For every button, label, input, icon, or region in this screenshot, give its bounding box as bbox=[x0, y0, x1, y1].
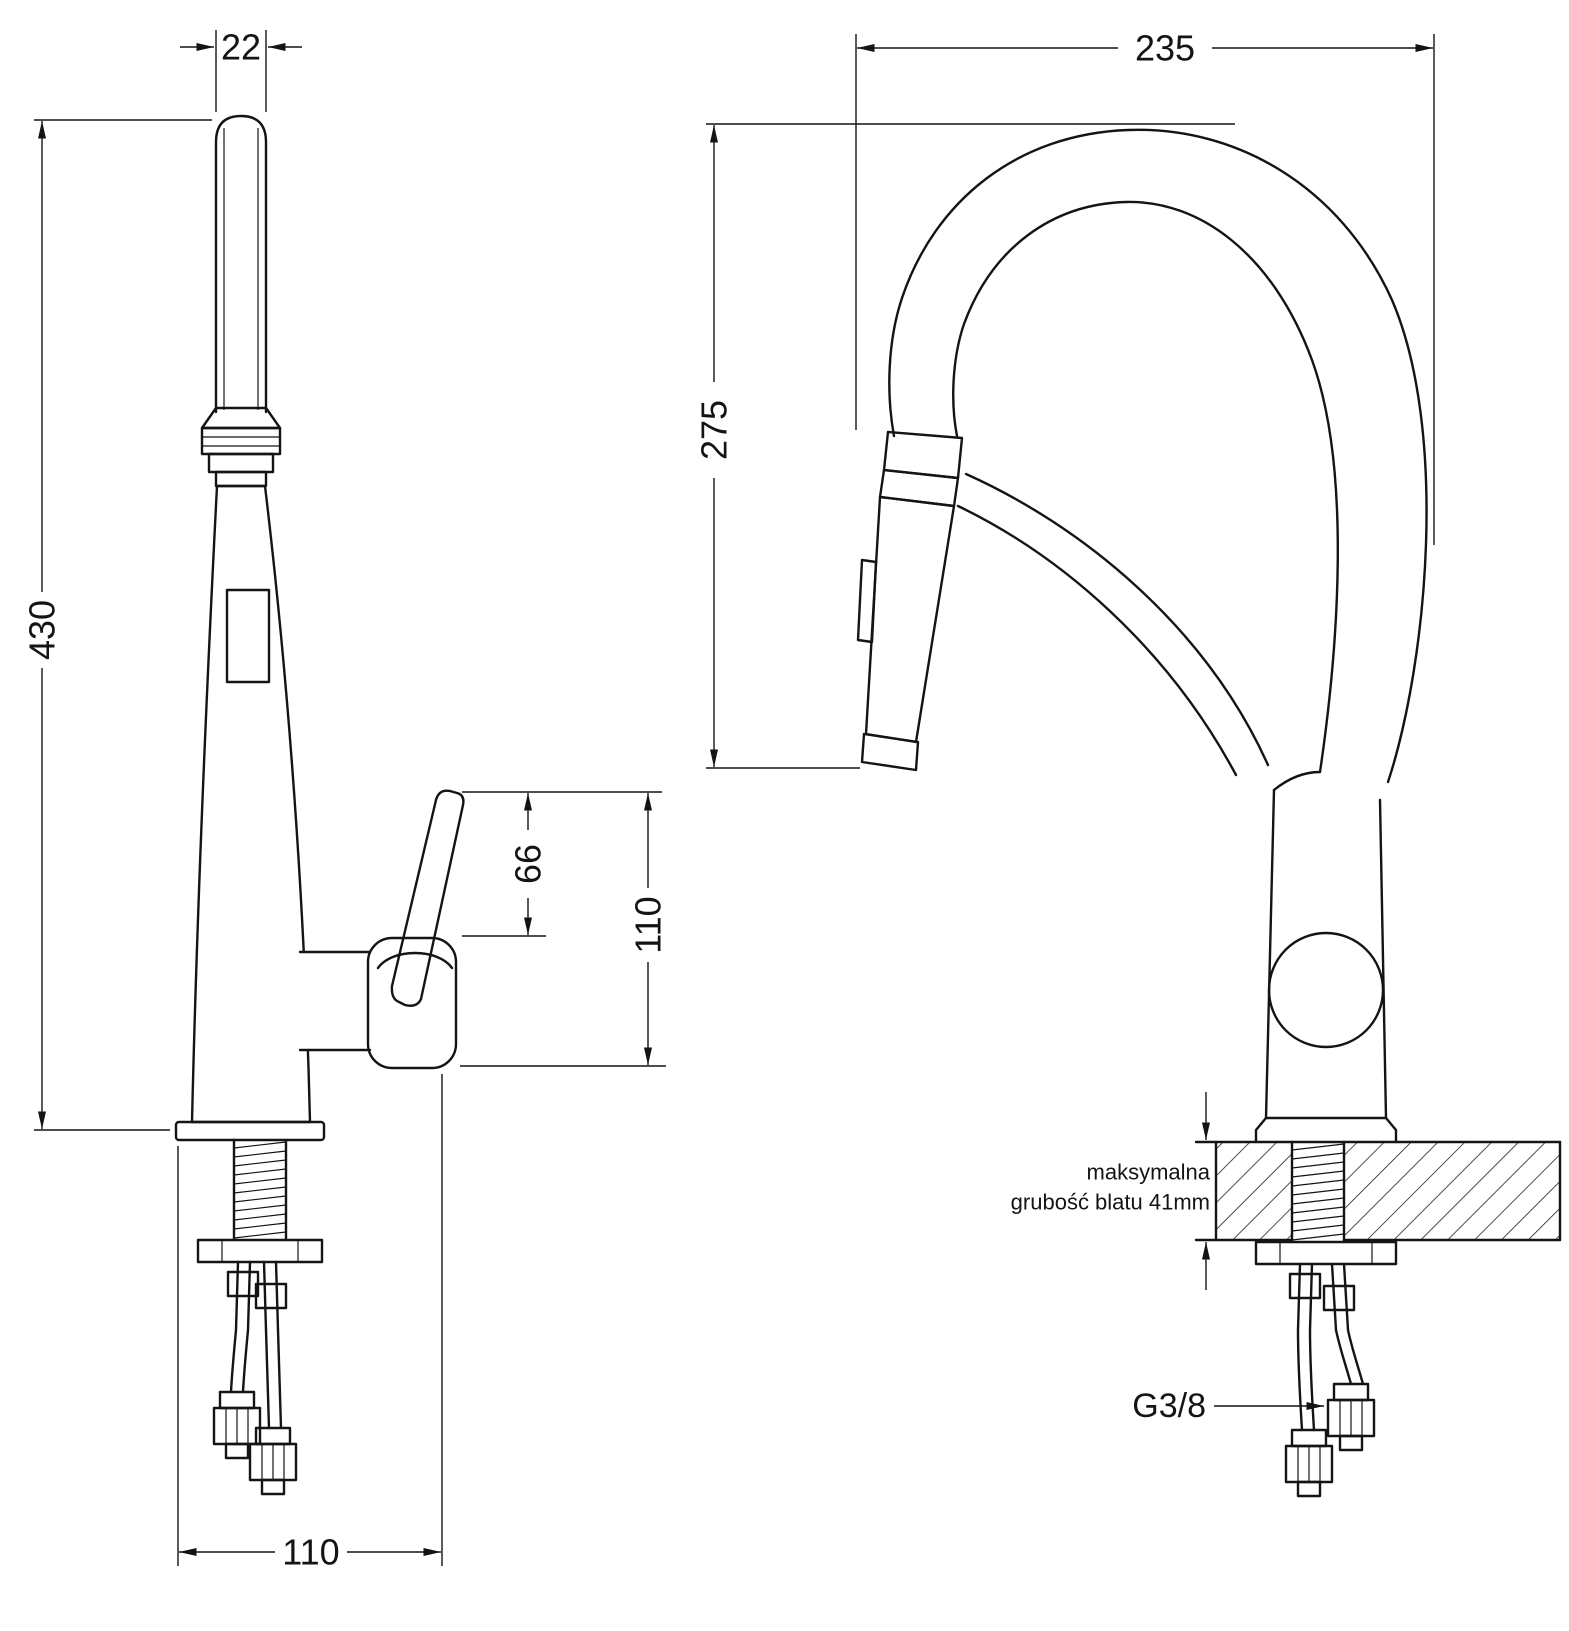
dimension-110-base: 110 bbox=[177, 1074, 443, 1573]
countertop-thickness-note: maksymalna grubość blatu 41mm bbox=[1011, 1092, 1211, 1290]
hose-connector bbox=[212, 1390, 262, 1460]
dim-total-height-label: 430 bbox=[22, 600, 63, 660]
dim-base-width-label: 110 bbox=[282, 1532, 339, 1573]
spray-hose bbox=[956, 504, 1238, 777]
threaded-shank-front bbox=[1291, 1143, 1345, 1241]
g38-connection-label: G3/8 bbox=[1132, 1387, 1206, 1425]
dim-spout-diameter-label: 22 bbox=[221, 27, 261, 68]
clamp-plate-front bbox=[1254, 1240, 1398, 1266]
lever-handle bbox=[390, 789, 465, 1007]
body-panel-detail bbox=[225, 588, 271, 684]
hose-connector bbox=[1284, 1428, 1334, 1498]
g38-callout: G3/8 bbox=[1132, 1387, 1324, 1425]
dimension-275: 275 bbox=[694, 123, 1235, 769]
gooseneck-spout bbox=[888, 128, 1428, 784]
spray-outlet bbox=[860, 732, 920, 772]
mounting-hardware-front bbox=[1254, 1140, 1398, 1498]
dimension-430: 430 bbox=[22, 119, 212, 1131]
clamp-plate bbox=[196, 1238, 324, 1264]
left-view: 22 430 66 110 110 bbox=[22, 27, 669, 1573]
dimension-22: 22 bbox=[180, 27, 302, 112]
dim-body-height-label: 110 bbox=[628, 896, 669, 953]
threaded-shank bbox=[233, 1141, 287, 1239]
dim-spout-height-label: 275 bbox=[694, 400, 735, 460]
spray-head bbox=[856, 430, 964, 772]
dimension-110-side: 110 bbox=[460, 793, 669, 1067]
handle-assembly bbox=[298, 789, 465, 1070]
spout-tube bbox=[214, 114, 268, 414]
faucet-body bbox=[190, 484, 312, 1124]
right-view: 235 275 maksymalna grubość blatu 41mm G3… bbox=[694, 28, 1562, 1498]
cartridge-housing bbox=[366, 936, 458, 1070]
counter-note-line2: grubość blatu 41mm bbox=[1011, 1190, 1210, 1215]
spout-joint bbox=[200, 406, 282, 488]
faucet-body-front bbox=[1254, 770, 1398, 1144]
mount-nut bbox=[226, 1270, 260, 1298]
countertop-section bbox=[1194, 1140, 1562, 1242]
hose-connector bbox=[248, 1426, 298, 1496]
mount-nut bbox=[254, 1282, 288, 1310]
dimension-235: 235 bbox=[855, 28, 1435, 545]
spray-button bbox=[856, 558, 878, 644]
mount-nut bbox=[1288, 1272, 1322, 1300]
ball-joint bbox=[1267, 931, 1385, 1049]
spray-hose bbox=[964, 472, 1270, 767]
mounting-hardware bbox=[174, 1120, 326, 1496]
base-plate bbox=[174, 1120, 326, 1142]
g38-hose-connector bbox=[1326, 1382, 1376, 1452]
base-plate-front bbox=[1254, 1116, 1398, 1144]
counter-note-line1: maksymalna bbox=[1087, 1160, 1211, 1185]
dim-spout-reach-label: 235 bbox=[1135, 28, 1195, 69]
mount-nut bbox=[1322, 1284, 1356, 1312]
dim-lever-height-label: 66 bbox=[508, 844, 549, 884]
dimension-66: 66 bbox=[462, 791, 662, 937]
